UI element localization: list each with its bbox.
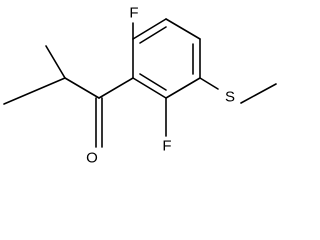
ring-bond-1-inner — [139, 26, 167, 44]
atom-label-oxygen: O — [86, 150, 98, 167]
atom-label-fluorine-top: F — [129, 5, 138, 22]
ring-bond-4 — [165, 77, 201, 99]
bond-ch-methyl-up — [45, 45, 66, 79]
ring-bond-1 — [132, 18, 167, 40]
ring-bond-2 — [165, 18, 201, 40]
molecule-structure: F F S O — [3, 5, 277, 167]
bond-s-methyl — [240, 83, 277, 104]
atom-label-fluorine-bottom: F — [162, 138, 171, 155]
bond-carbonyl-ch — [64, 77, 100, 99]
bond-c-s — [199, 77, 219, 90]
atom-label-sulfur: S — [225, 89, 235, 106]
ring-bond-5 — [132, 77, 167, 99]
ring-bond-5-inner — [139, 73, 167, 91]
bond-ring-carbonyl — [98, 77, 134, 99]
bond-ch-methyl-left — [3, 77, 66, 105]
